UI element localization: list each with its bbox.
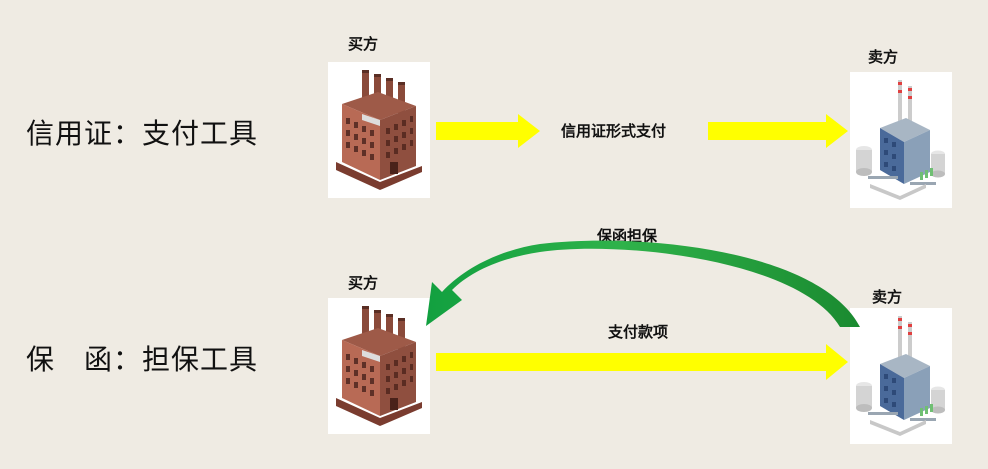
payment-arrow: [436, 344, 848, 380]
seller-label: 卖方: [872, 288, 903, 306]
buyer-label: 买方: [348, 274, 379, 292]
row-label-letter-of-credit: 信用证：支付工具: [26, 117, 259, 150]
lc-payment-label: 信用证形式支付: [561, 122, 667, 140]
power-plant-icon: [856, 80, 945, 200]
factory-icon: [336, 70, 422, 190]
buyer-label: 买方: [348, 35, 379, 53]
factory-icon: [336, 306, 422, 426]
row-label-guarantee: 保 函：担保工具: [26, 343, 259, 376]
seller-card: [850, 72, 952, 208]
payment-label: 支付款项: [608, 323, 669, 341]
power-plant-icon: [856, 316, 945, 436]
buyer-card: [328, 62, 430, 198]
guarantee-arrow: [426, 240, 860, 327]
buyer-card: [328, 298, 430, 434]
lc-arrow-right: [708, 114, 848, 148]
seller-label: 卖方: [868, 48, 899, 66]
guarantee-label: 保函担保: [597, 227, 658, 245]
lc-arrow-left: [436, 114, 540, 148]
seller-card: [850, 308, 952, 444]
